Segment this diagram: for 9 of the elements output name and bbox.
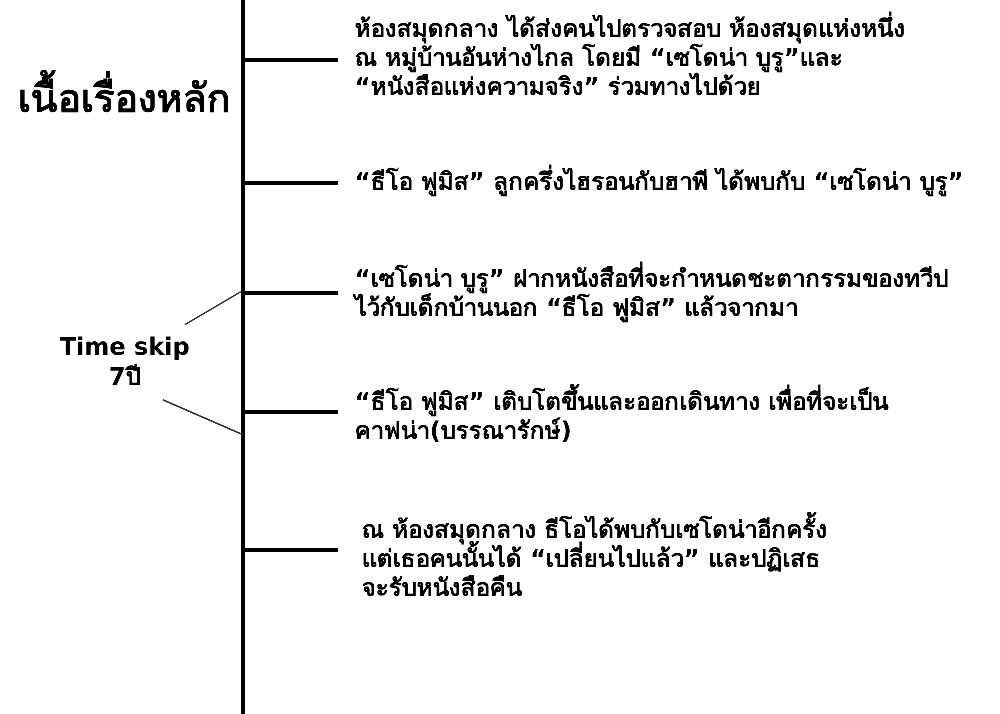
tick-line xyxy=(245,410,338,414)
tick-line xyxy=(245,58,338,62)
heading: เนื้อเรื่องหลัก xyxy=(18,70,231,130)
tick-line xyxy=(245,548,338,552)
time-skip-label: Time skip 7ปี xyxy=(50,325,200,400)
leader-line xyxy=(162,399,242,435)
tick-line xyxy=(245,181,338,185)
tick-line xyxy=(245,291,338,295)
leader-line xyxy=(184,291,242,326)
